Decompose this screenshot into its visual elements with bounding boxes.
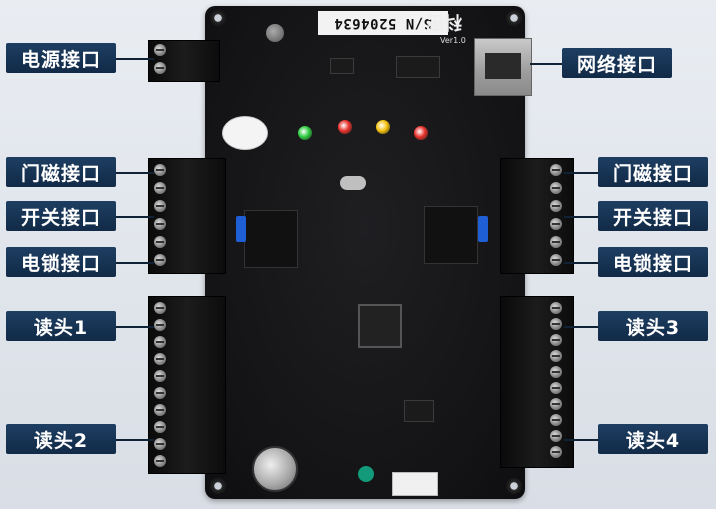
- status-led: [414, 126, 428, 140]
- screw-icon: [550, 366, 562, 378]
- screw-icon: [550, 382, 562, 394]
- ic-chip: [330, 58, 354, 74]
- callout-line: [530, 63, 562, 65]
- ic-chip: [396, 56, 440, 78]
- screw-icon: [550, 200, 562, 212]
- label-reader-3: 读头3: [598, 311, 708, 341]
- screw-icon: [154, 353, 166, 365]
- qc-sticker: [222, 116, 268, 150]
- screw-icon: [550, 446, 562, 458]
- screw-icon: [154, 164, 166, 176]
- callout-line: [116, 439, 154, 441]
- screw-icon: [154, 44, 166, 56]
- right-terminal-lower: [500, 296, 574, 468]
- screw-icon: [550, 430, 562, 442]
- label-power-interface: 电源接口: [6, 43, 116, 73]
- screw-icon: [550, 254, 562, 266]
- callout-line: [564, 439, 598, 441]
- crystal-oscillator: [340, 176, 366, 190]
- capacitor: [266, 24, 284, 42]
- screw-icon: [550, 302, 562, 314]
- callout-line: [116, 58, 154, 60]
- callout-line: [116, 326, 154, 328]
- screw-icon: [154, 370, 166, 382]
- label-door-sensor: 门磁接口: [6, 157, 116, 187]
- label-reader-4: 读头4: [598, 424, 708, 454]
- mount-hole: [210, 478, 226, 494]
- microcontroller-chip: [358, 304, 402, 348]
- brand-logo: 科密: [426, 11, 462, 32]
- screw-icon: [550, 182, 562, 194]
- screw-icon: [154, 455, 166, 467]
- screw-icon: [154, 182, 166, 194]
- label-network-interface: 网络接口: [562, 48, 672, 78]
- green-component: [358, 466, 374, 482]
- mount-hole: [210, 10, 226, 26]
- screw-icon: [154, 254, 166, 266]
- screw-icon: [154, 62, 166, 74]
- screw-icon: [550, 398, 562, 410]
- screw-icon: [550, 164, 562, 176]
- white-connector: [392, 472, 438, 496]
- status-led: [376, 120, 390, 134]
- ic-chip: [404, 400, 434, 422]
- relay-indicator: [478, 216, 488, 242]
- relay-left: [244, 210, 298, 268]
- label-switch: 开关接口: [6, 201, 116, 231]
- screw-icon: [154, 336, 166, 348]
- label-electric-lock: 电锁接口: [6, 247, 116, 277]
- screw-icon: [154, 421, 166, 433]
- label-electric-lock-right: 电锁接口: [598, 247, 708, 277]
- screw-icon: [550, 414, 562, 426]
- screw-icon: [154, 200, 166, 212]
- screw-icon: [154, 319, 166, 331]
- label-door-sensor-right: 门磁接口: [598, 157, 708, 187]
- screw-icon: [154, 236, 166, 248]
- callout-line: [564, 216, 598, 218]
- screw-icon: [154, 218, 166, 230]
- status-led: [338, 120, 352, 134]
- ethernet-port: [474, 38, 532, 96]
- screw-icon: [154, 438, 166, 450]
- right-terminal-upper: [500, 158, 574, 274]
- label-reader-1: 读头1: [6, 311, 116, 341]
- screw-icon: [550, 334, 562, 346]
- mount-hole: [506, 10, 522, 26]
- mount-hole: [506, 478, 522, 494]
- callout-line: [564, 326, 598, 328]
- screw-icon: [550, 350, 562, 362]
- screw-icon: [154, 404, 166, 416]
- callout-line: [116, 262, 154, 264]
- label-reader-2: 读头2: [6, 424, 116, 454]
- relay-right: [424, 206, 478, 264]
- relay-indicator: [236, 216, 246, 242]
- screw-icon: [550, 218, 562, 230]
- coin-battery: [252, 446, 298, 492]
- version-text: Ver1.0: [440, 36, 466, 45]
- callout-line: [116, 172, 154, 174]
- screw-icon: [550, 236, 562, 248]
- callout-line: [564, 172, 598, 174]
- callout-line: [116, 216, 154, 218]
- screw-icon: [154, 302, 166, 314]
- screw-icon: [154, 387, 166, 399]
- status-led: [298, 126, 312, 140]
- screw-icon: [550, 318, 562, 330]
- label-switch-right: 开关接口: [598, 201, 708, 231]
- callout-line: [564, 262, 598, 264]
